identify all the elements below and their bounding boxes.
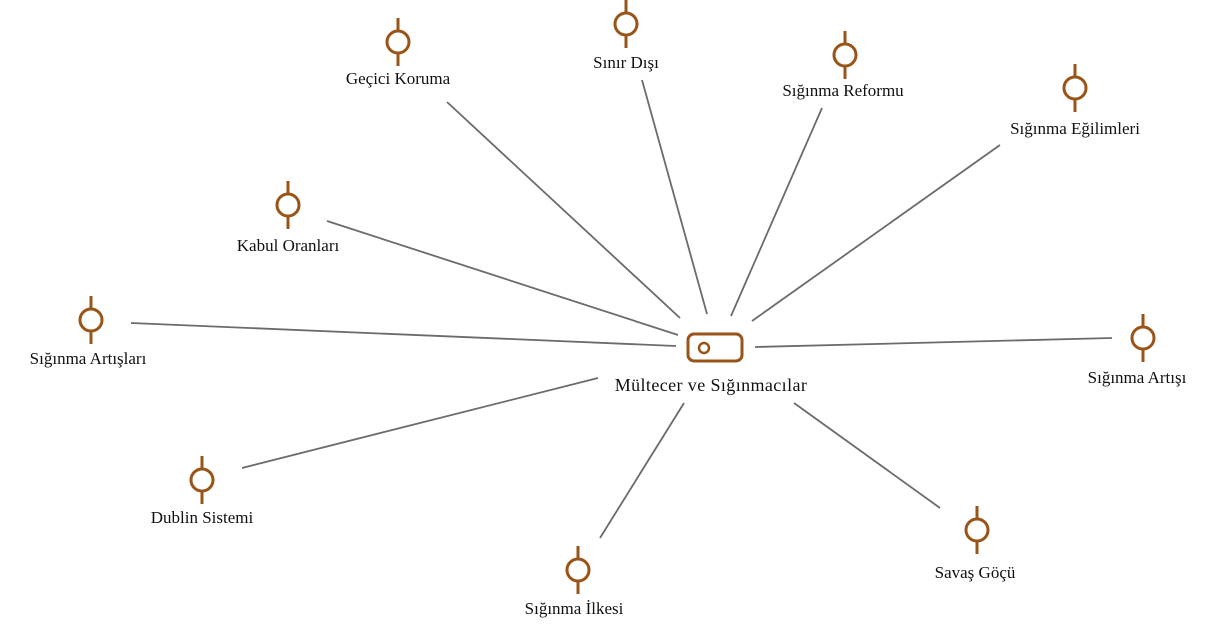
icon-circle <box>78 307 104 333</box>
edge-siginma-artisi <box>754 337 1113 348</box>
node-label-siginma-egilimleri[interactable]: Sığınma Eğilimleri <box>1010 119 1140 138</box>
node-label-kabul-oranlari[interactable]: Kabul Oranları <box>236 236 340 255</box>
edges-layer <box>130 79 1113 539</box>
icon-circle <box>1130 325 1156 351</box>
icon-circle <box>565 557 591 583</box>
node-icon-siginma-artislari[interactable] <box>78 296 104 344</box>
node-icon-siginma-artisi[interactable] <box>1130 314 1156 362</box>
edge-siginma-egilimleri <box>751 144 1001 322</box>
icon-circle <box>964 517 990 543</box>
node-label-savas-gocu[interactable]: Savaş Göçü <box>934 563 1016 582</box>
node-icon-savas-gocu[interactable] <box>964 506 990 554</box>
icon-circle <box>1062 75 1088 101</box>
icon-circle <box>189 467 215 493</box>
icon-circle <box>613 11 639 37</box>
icons-layer <box>78 0 1156 594</box>
icon-circle <box>832 42 858 68</box>
edge-kabul-oranlari <box>326 220 679 336</box>
edge-gecici-koruma <box>446 101 681 319</box>
edge-sinir-disi <box>641 79 708 315</box>
edge-dublin-sistemi <box>241 377 599 469</box>
node-label-sinir-disi[interactable]: Sınır Dışı <box>593 53 659 72</box>
edge-siginma-ilkesi <box>599 402 685 539</box>
node-icon-siginma-reformu[interactable] <box>832 31 858 79</box>
tag-icon-body <box>686 332 744 363</box>
node-icon-siginma-egilimleri[interactable] <box>1062 64 1088 112</box>
icon-circle <box>385 29 411 55</box>
tag-icon-hole <box>697 341 711 355</box>
node-label-siginma-artislari[interactable]: Sığınma Artışları <box>29 349 147 368</box>
edge-siginma-artislari <box>130 322 677 347</box>
center-node-icon[interactable] <box>686 332 744 363</box>
node-icon-dublin-sistemi[interactable] <box>189 456 215 504</box>
icon-circle <box>275 192 301 218</box>
node-label-dublin-sistemi[interactable]: Dublin Sistemi <box>150 508 254 527</box>
node-label-gecici-koruma[interactable]: Geçici Koruma <box>345 69 451 88</box>
edge-savas-gocu <box>793 402 941 509</box>
node-label-siginma-artisi[interactable]: Sığınma Artışı <box>1087 368 1187 387</box>
edge-siginma-reformu <box>730 107 823 317</box>
node-label-siginma-reformu[interactable]: Sığınma Reformu <box>782 81 904 100</box>
node-icon-kabul-oranlari[interactable] <box>275 181 301 229</box>
node-label-siginma-ilkesi[interactable]: Sığınma İlkesi <box>524 599 624 618</box>
node-icon-siginma-ilkesi[interactable] <box>565 546 591 594</box>
node-icon-sinir-disi[interactable] <box>613 0 639 48</box>
center-node-label[interactable]: Mültecer ve Sığınmacılar <box>614 375 808 395</box>
node-icon-gecici-koruma[interactable] <box>385 18 411 66</box>
